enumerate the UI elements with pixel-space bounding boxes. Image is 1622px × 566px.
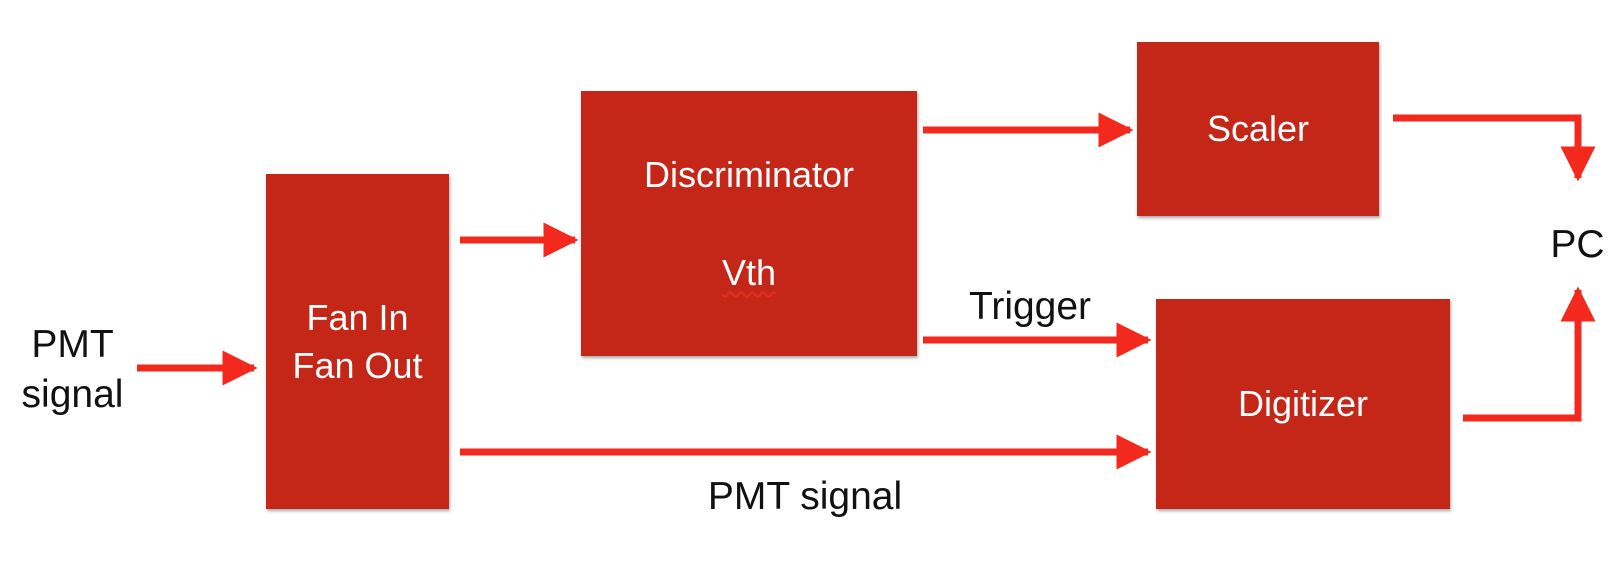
input-label: PMT signal [10,320,135,420]
trigger-label: Trigger [968,285,1092,328]
input-label-line1: PMT [31,323,114,366]
input-label-line2: signal [21,373,124,416]
fan-in-label: Fan In [306,296,409,338]
vth-label: Vth [721,252,777,293]
digitizer-label: Digitizer [1237,383,1369,424]
discriminator-box: Discriminator Vth [581,91,917,356]
fan-out-label: Fan Out [292,344,423,386]
arrow-scaler-to-pc [1393,114,1596,182]
discriminator-title: Discriminator [643,154,855,195]
arrow-digitizer-to-pc [1463,286,1596,422]
scaler-box: Scaler [1137,42,1379,216]
fan-in-fan-out-box: Fan In Fan Out [266,174,449,509]
digitizer-box: Digitizer [1156,299,1450,509]
pc-label: PC [1550,223,1605,266]
scaler-label: Scaler [1206,108,1310,149]
pmt-signal-label: PMT signal [707,475,903,518]
